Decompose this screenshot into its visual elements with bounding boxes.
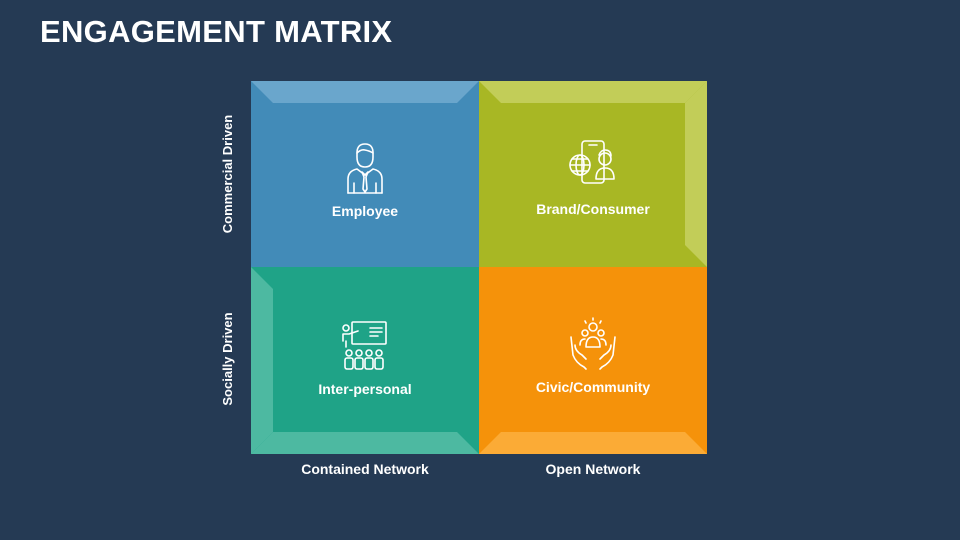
quadrant-label: Brand/Consumer: [536, 201, 650, 217]
quadrant-label: Inter-personal: [318, 381, 412, 397]
quadrant-bevel: [479, 81, 707, 267]
quadrant-label: Civic/Community: [535, 379, 651, 395]
quadrant-brand-consumer: Brand/Consumer: [479, 81, 707, 267]
quadrant-inter-personal: Inter-personal: [251, 267, 479, 454]
quadrant-employee: Employee: [251, 81, 479, 267]
quadrant-label: Employee: [331, 203, 399, 219]
quadrant-bevel: [251, 81, 479, 267]
y-axis-bottom-label: Socially Driven: [220, 312, 235, 406]
presentation-audience-icon: [342, 321, 387, 370]
hands-community-icon: [570, 317, 616, 370]
slide-title: ENGAGEMENT MATRIX: [40, 14, 393, 49]
quadrant-bevel: [479, 267, 707, 454]
x-axis-left-label: Contained Network: [301, 461, 429, 477]
phone-globe-user-icon: [569, 140, 615, 184]
businessman-icon: [347, 143, 383, 194]
quadrant-civic-community: Civic/Community: [479, 267, 707, 454]
engagement-matrix: Employee Brand/Consumer: [251, 81, 707, 454]
x-axis-right-label: Open Network: [545, 461, 641, 477]
y-axis-top-label: Commercial Driven: [220, 114, 235, 234]
